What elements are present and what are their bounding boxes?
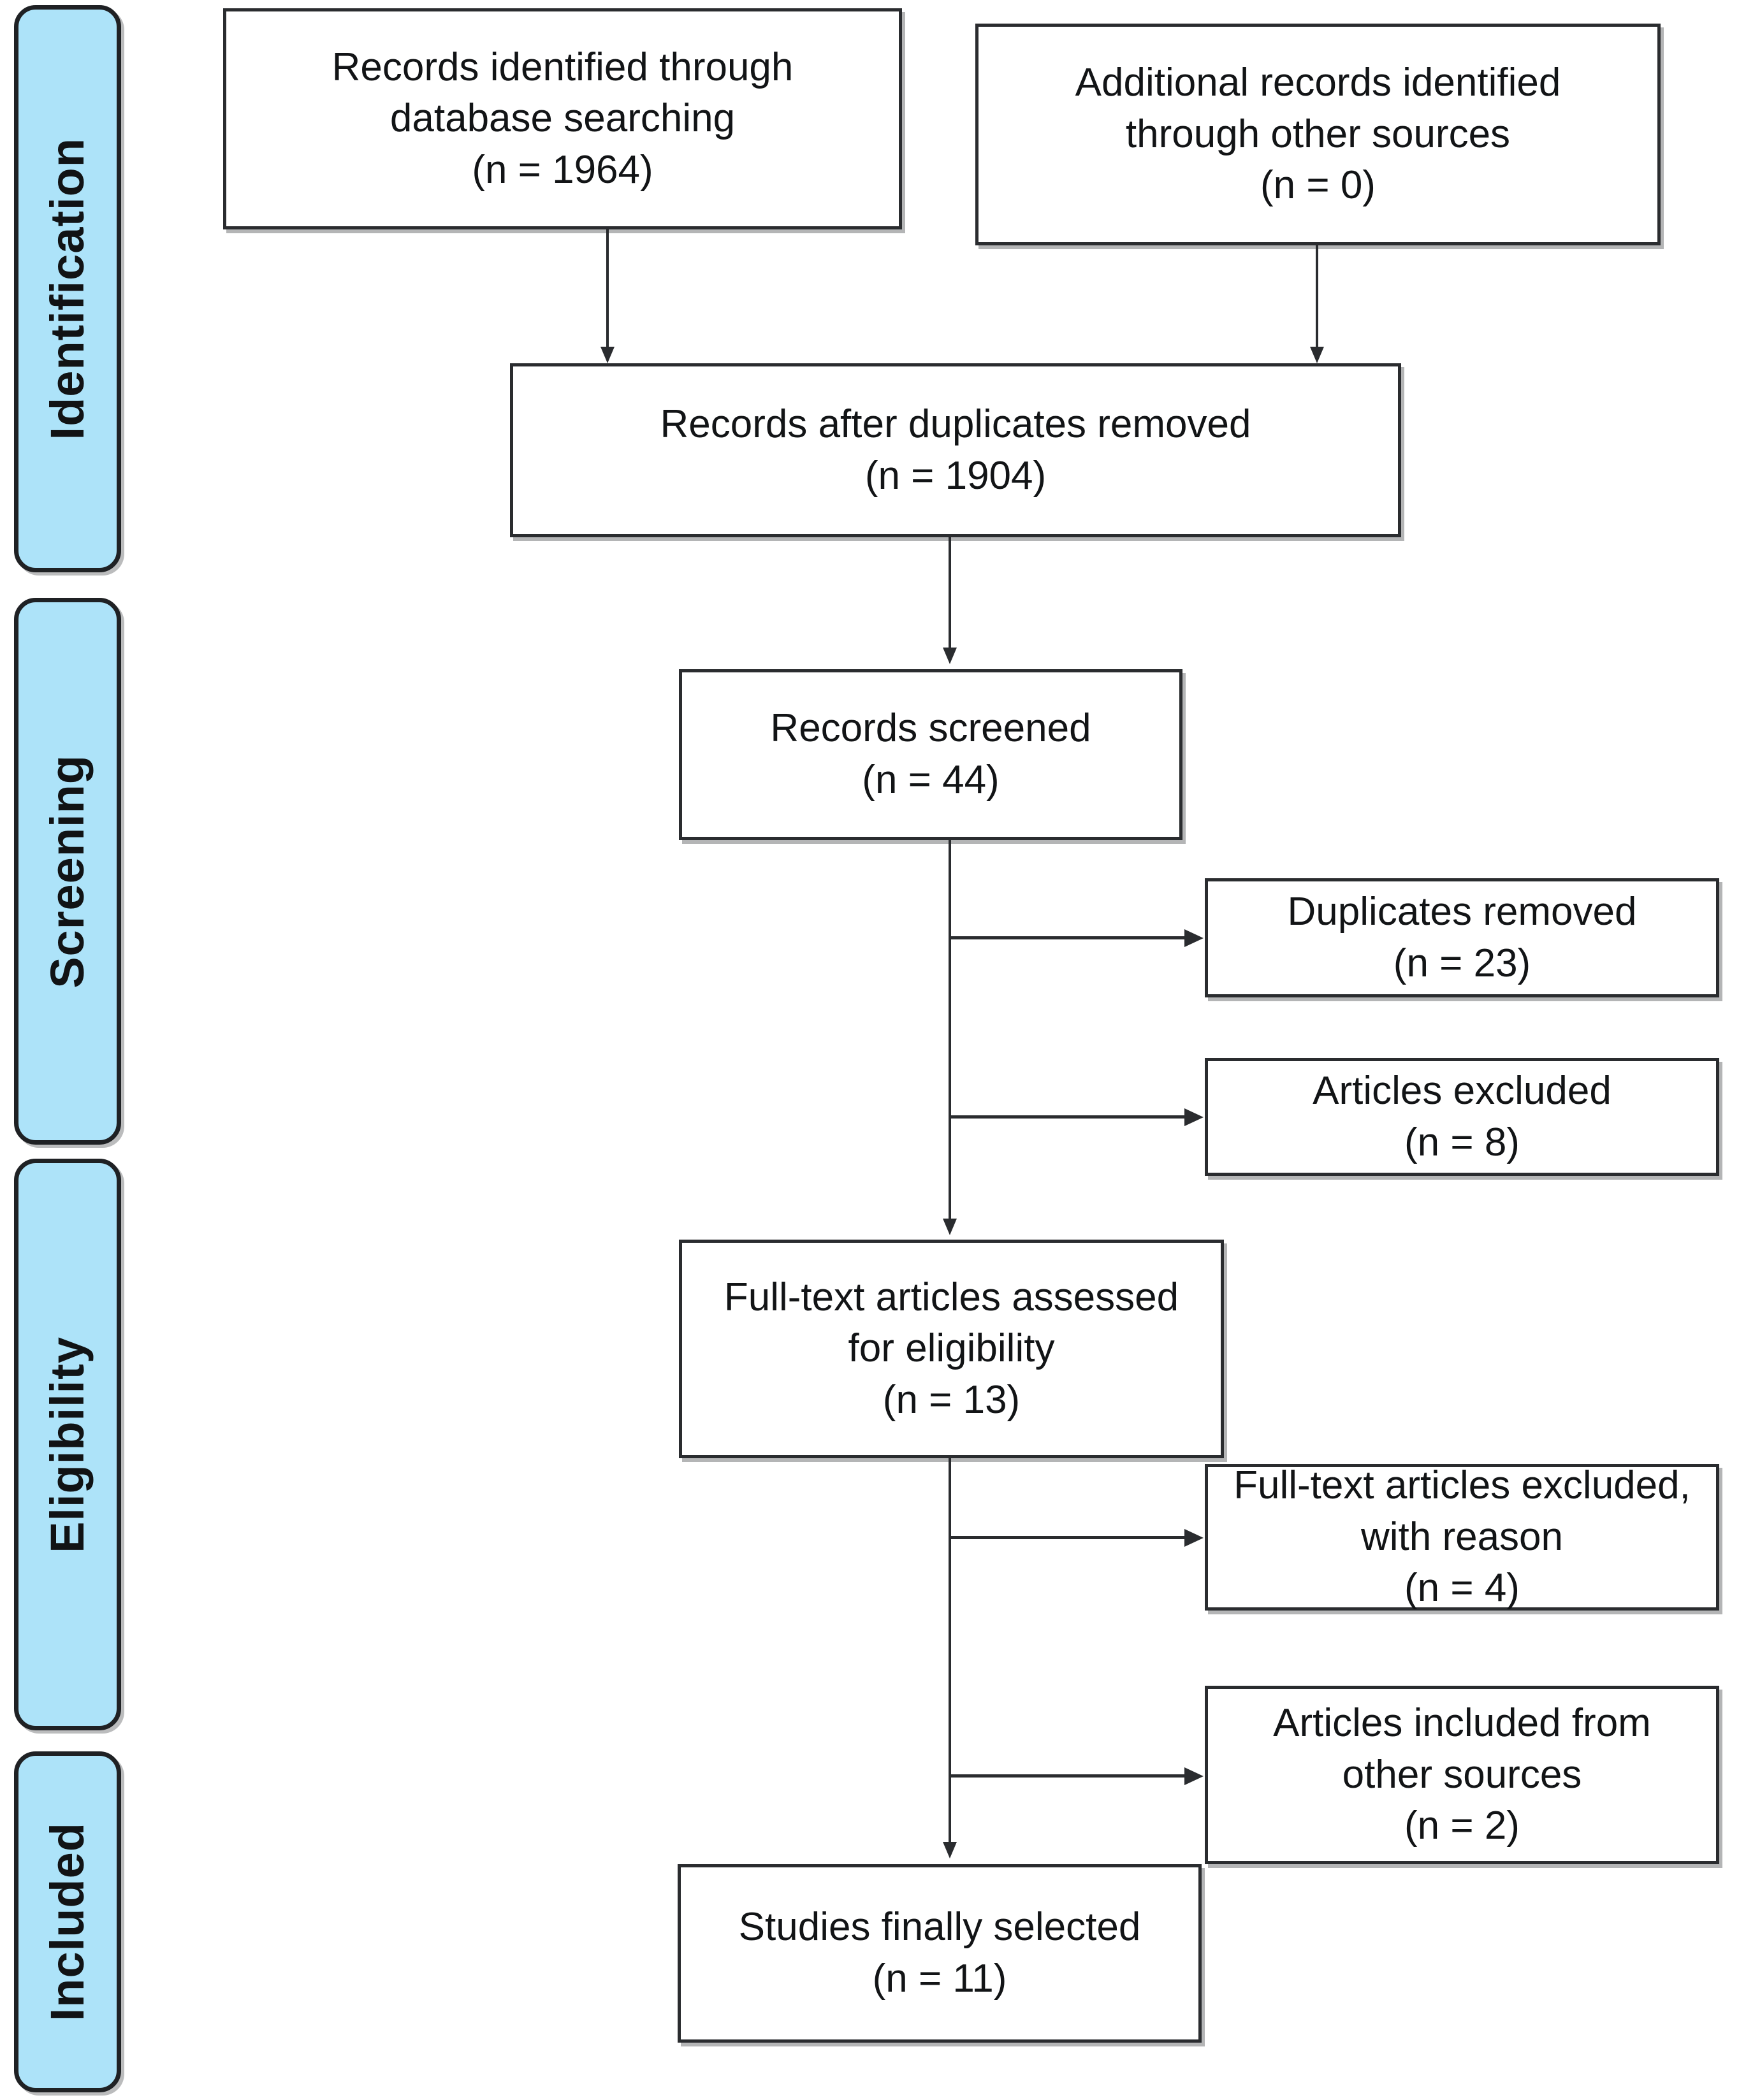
node-fulltext-articles-excluded-with-reason: Full-text articles excluded, with reason…: [1205, 1463, 1719, 1611]
node-line-1: Records identified through: [331, 45, 794, 89]
node-line-2: (n = 44): [862, 758, 1000, 802]
node-line-1: Records screened: [770, 706, 1091, 751]
phase-eligibility: Eligibility: [14, 1159, 121, 1730]
node-line-1: Additional records identified: [1075, 61, 1561, 105]
connector-screened-trunk: [949, 840, 951, 1224]
arrowhead-other-sources-to-dedup: [1310, 347, 1324, 363]
arrowhead-screened-to-fulltext: [943, 1219, 957, 1235]
node-line-3: (n = 0): [1260, 163, 1376, 208]
arrowhead-dedup-to-screened: [943, 648, 957, 664]
arrowhead-db-search-to-dedup: [600, 347, 615, 363]
node-line-2: (n = 23): [1393, 941, 1531, 985]
node-line-1: Records after duplicates removed: [660, 402, 1251, 446]
phase-included: Included: [14, 1751, 121, 2092]
node-line-3: (n = 2): [1404, 1804, 1520, 1848]
node-line-2: database searching: [389, 96, 736, 141]
node-line-2: (n = 1904): [864, 453, 1047, 498]
node-studies-finally-selected: Studies finally selected (n = 11): [678, 1864, 1202, 2043]
node-articles-included-from-other-sources: Articles included from other sources (n …: [1205, 1686, 1719, 1864]
arrowhead-fulltext-to-selected: [943, 1842, 957, 1858]
connector-fulltext-trunk: [949, 1458, 951, 1847]
node-line-2: for eligibility: [848, 1326, 1055, 1371]
node-line-2: other sources: [1342, 1752, 1582, 1797]
phase-identification: Identification: [14, 5, 121, 572]
node-line-1: Articles excluded: [1313, 1068, 1611, 1113]
connector-fulltext-to-excluded: [949, 1536, 1194, 1539]
connector-dedup-to-screened: [949, 537, 951, 652]
node-records-screened: Records screened (n = 44): [679, 669, 1182, 840]
connector-fulltext-to-included-other: [949, 1774, 1194, 1778]
connector-screened-to-excluded: [949, 1115, 1194, 1119]
connector-other-sources-to-dedup: [1316, 245, 1318, 352]
phase-screening-label: Screening: [41, 754, 94, 988]
phase-included-label: Included: [41, 1822, 94, 2022]
arrowhead-fulltext-to-excluded: [1184, 1529, 1204, 1547]
phase-identification-label: Identification: [41, 137, 94, 440]
node-fulltext-articles-assessed: Full-text articles assessed for eligibil…: [679, 1240, 1224, 1458]
node-records-after-duplicates-removed: Records after duplicates removed (n = 19…: [510, 363, 1401, 537]
arrowhead-fulltext-to-included-other: [1184, 1767, 1204, 1785]
node-records-identified-database-searching: Records identified through database sear…: [223, 8, 902, 229]
node-line-1: Articles included from: [1273, 1701, 1651, 1746]
node-duplicates-removed: Duplicates removed (n = 23): [1205, 878, 1719, 997]
node-line-3: (n = 4): [1404, 1566, 1520, 1611]
node-articles-excluded: Articles excluded (n = 8): [1205, 1058, 1719, 1176]
node-line-2: (n = 11): [872, 1957, 1007, 2001]
node-line-1: Full-text articles assessed: [724, 1275, 1179, 1319]
node-line-3: (n = 13): [882, 1377, 1021, 1422]
node-line-1: Full-text articles excluded,: [1233, 1463, 1691, 1508]
arrowhead-screened-to-excluded: [1184, 1108, 1204, 1126]
node-line-1: Duplicates removed: [1287, 889, 1637, 934]
phase-screening: Screening: [14, 598, 121, 1145]
node-line-3: (n = 1964): [472, 147, 653, 192]
node-line-2: (n = 8): [1404, 1120, 1520, 1164]
node-additional-records-other-sources: Additional records identified through ot…: [975, 24, 1661, 245]
phase-eligibility-label: Eligibility: [41, 1336, 94, 1553]
node-line-2: with reason: [1360, 1514, 1564, 1559]
connector-screened-to-duplicates: [949, 936, 1194, 939]
node-line-2: through other sources: [1125, 112, 1511, 156]
arrowhead-screened-to-duplicates: [1184, 929, 1204, 947]
connector-db-search-to-dedup: [606, 229, 609, 352]
node-line-1: Studies finally selected: [738, 1905, 1141, 1950]
